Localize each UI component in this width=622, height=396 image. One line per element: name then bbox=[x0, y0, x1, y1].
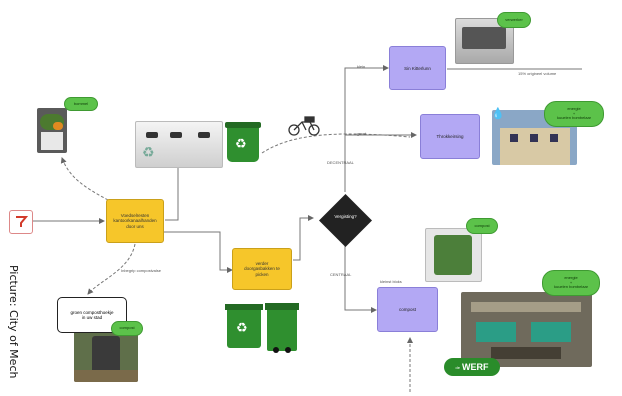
process-main-box[interactable]: Voedselresten kantoorkanaalhanden door u… bbox=[106, 199, 164, 243]
transport-box[interactable]: Throkkeirsing bbox=[420, 114, 480, 159]
werf-logo-text: WERF bbox=[461, 362, 489, 372]
bike-icon bbox=[288, 116, 320, 136]
bubble-bommel: bommel bbox=[64, 97, 98, 111]
decision-diamond[interactable]: Vergisting? bbox=[318, 193, 373, 248]
bubble-energie-bottom: energie + kuuelen bombelaar bbox=[542, 270, 600, 296]
label-klein: klein bbox=[357, 64, 366, 69]
arrow-to-compost bbox=[87, 243, 136, 295]
green-bin-icon-small: ♻ bbox=[225, 304, 263, 348]
bubble-compost-mid: compost bbox=[466, 218, 498, 234]
label-composting: Inbegrip compostvalse bbox=[121, 268, 162, 273]
werf-logo: de WERF bbox=[444, 358, 500, 376]
wheelie-bin-icon bbox=[265, 303, 299, 353]
arrow-to-plant bbox=[60, 157, 109, 201]
bubble-compost-low: compost bbox=[111, 321, 143, 336]
bubble-verwerker: verwerker bbox=[497, 12, 531, 28]
plant-photo bbox=[37, 108, 67, 153]
compost-bag-photo bbox=[425, 228, 482, 282]
water-drop-icon: 💧 bbox=[491, 108, 505, 120]
compost-bin-photo bbox=[74, 330, 138, 382]
building-photo bbox=[492, 110, 577, 165]
sorting-bin-photo: ♻ bbox=[135, 121, 223, 168]
green-bin-icon: ♻ bbox=[225, 122, 261, 162]
small-box[interactable]: compost bbox=[377, 287, 438, 332]
arrow-to-machine bbox=[344, 65, 389, 192]
arrow-dotted-bike bbox=[261, 133, 411, 154]
bubble-energie-top: energie + kuuelen bombelaar bbox=[544, 101, 604, 127]
label-centraal: CENTRAAL bbox=[330, 272, 352, 277]
label-decentraal: DECENTRAAL bbox=[327, 160, 354, 165]
plant-facility-photo bbox=[461, 292, 592, 367]
label-small-scale: kleinst bloks bbox=[380, 279, 402, 284]
arrow-to-small bbox=[344, 245, 377, 313]
photo-credit: Picture: City of Mech bbox=[7, 265, 20, 379]
digester-machine-photo bbox=[455, 18, 514, 64]
process-collect-box[interactable]: verder doorgasbakken te picken bbox=[232, 248, 292, 290]
arrow-to-decision bbox=[293, 215, 314, 261]
recycle-icon: ♻ bbox=[142, 144, 155, 160]
label-groot: groot bbox=[357, 131, 367, 136]
decision-label: Vergisting? bbox=[334, 214, 357, 219]
arrow-to-bin bbox=[165, 164, 179, 221]
label-volume: 15% origineel volume bbox=[518, 71, 557, 76]
machine-box[interactable]: Sin Kitterlunn bbox=[389, 46, 446, 90]
recipient-icon bbox=[9, 210, 33, 234]
werf-logo-prefix: de bbox=[455, 364, 460, 370]
arrow-to-collect bbox=[164, 231, 233, 273]
